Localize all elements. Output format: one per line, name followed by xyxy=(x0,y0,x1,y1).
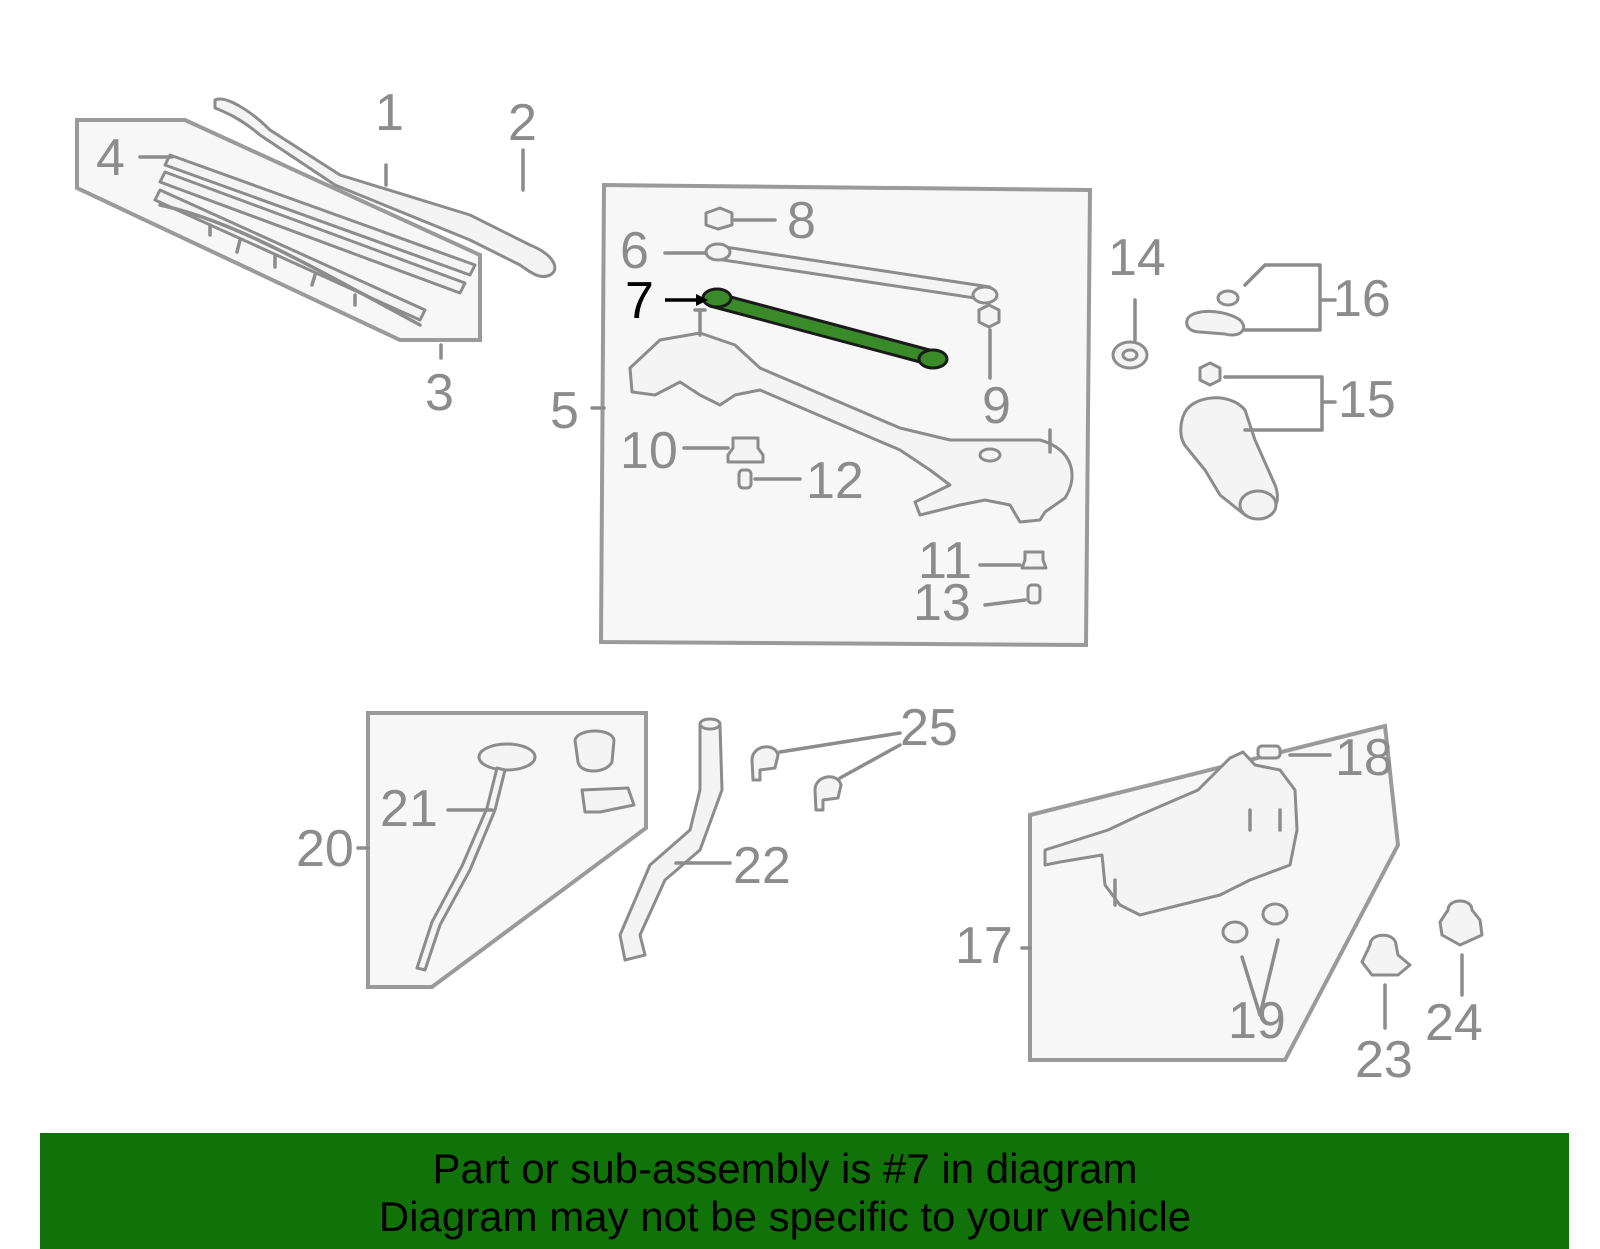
filler-hose xyxy=(618,717,724,962)
callout-14: 14 xyxy=(1108,229,1166,287)
info-banner: Part or sub-assembly is #7 in diagram Di… xyxy=(40,1133,1569,1249)
callout-11: 11 xyxy=(918,532,972,590)
washer-pumps xyxy=(1360,899,1484,977)
filler-group xyxy=(366,711,648,989)
callout-17: 17 xyxy=(955,917,1013,975)
callout-9: 9 xyxy=(982,377,1011,435)
callout-21: 21 xyxy=(380,780,438,838)
callout-labels: 1 2 3 4 5 6 7 8 9 10 11 12 13 14 15 16 1… xyxy=(96,84,1483,1089)
callout-19: 19 xyxy=(1228,992,1286,1050)
callout-23: 23 xyxy=(1355,1031,1413,1089)
callout-24: 24 xyxy=(1425,994,1483,1052)
wiper-arm xyxy=(213,97,557,279)
callout-5: 5 xyxy=(550,382,579,440)
reservoir-group xyxy=(1028,723,1401,1062)
callout-18: 18 xyxy=(1335,729,1393,787)
callout-25: 25 xyxy=(900,699,958,757)
banner-line-disclaimer: Diagram may not be specific to your vehi… xyxy=(378,1193,1192,1240)
callout-12: 12 xyxy=(806,452,864,510)
callout-2: 2 xyxy=(508,94,537,152)
selected-link-rod[interactable] xyxy=(701,287,949,370)
callout-6: 6 xyxy=(620,222,649,280)
motor-group xyxy=(1111,289,1279,521)
callout-16: 16 xyxy=(1333,270,1391,328)
callout-8: 8 xyxy=(787,192,816,250)
callout-20: 20 xyxy=(296,820,354,878)
callout-15: 15 xyxy=(1338,371,1396,429)
callout-7: 7 xyxy=(625,272,654,330)
callout-1: 1 xyxy=(375,84,404,142)
leader-lines xyxy=(138,148,1464,1030)
wiper-blade-group xyxy=(75,118,482,342)
callout-4: 4 xyxy=(96,129,125,187)
callout-3: 3 xyxy=(425,364,454,422)
washer-nozzles xyxy=(750,745,843,812)
callout-13: 13 xyxy=(913,574,971,632)
banner-line-part: Part or sub-assembly is #7 in diagram xyxy=(432,1145,1138,1192)
callout-10: 10 xyxy=(620,422,678,480)
callout-22: 22 xyxy=(733,837,791,895)
